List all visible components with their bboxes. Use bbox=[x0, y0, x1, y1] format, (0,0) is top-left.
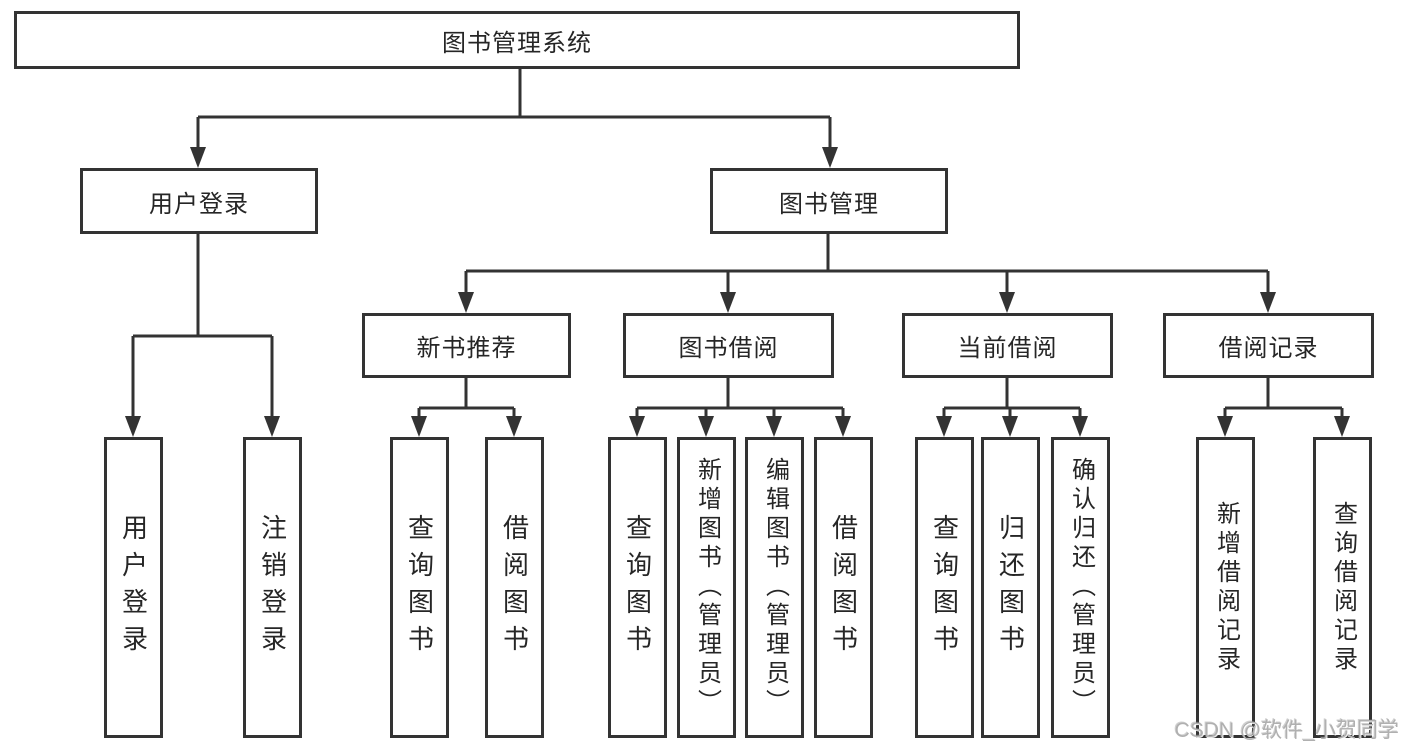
leaf-return-books-label: 归还图书 bbox=[995, 513, 1026, 662]
leaf-query-books-3: 查询图书 bbox=[915, 437, 974, 738]
leaf-borrow-books-1-label: 借阅图书 bbox=[499, 513, 530, 662]
node-current-borrowing-label: 当前借阅 bbox=[957, 335, 1058, 362]
leaf-add-borrow-record-label: 新增借阅记录 bbox=[1212, 500, 1240, 675]
arrowhead bbox=[190, 147, 206, 168]
arrowhead bbox=[936, 416, 952, 437]
node-library-system-label: 图书管理系统 bbox=[442, 29, 592, 57]
leaf-borrow-books-2: 借阅图书 bbox=[814, 437, 873, 738]
arrowhead bbox=[125, 416, 141, 437]
leaf-query-books-1: 查询图书 bbox=[390, 437, 449, 738]
leaf-edit-books-admin: 编辑图书（管理员） bbox=[745, 437, 804, 738]
node-borrowing-records: 借阅记录 bbox=[1163, 313, 1374, 378]
arrowhead bbox=[822, 147, 838, 168]
leaf-query-books-1-label: 查询图书 bbox=[404, 513, 435, 662]
leaf-edit-books-admin-label: 编辑图书（管理员） bbox=[761, 457, 789, 718]
leaf-add-borrow-record: 新增借阅记录 bbox=[1196, 437, 1255, 738]
csdn-watermark: CSDN @软件_小贺同学 bbox=[1174, 719, 1399, 742]
arrowhead bbox=[999, 292, 1015, 313]
leaf-add-books-admin-label: 新增图书（管理员） bbox=[693, 457, 721, 718]
node-new-book-recommend-label: 新书推荐 bbox=[416, 335, 517, 362]
arrowhead bbox=[411, 416, 427, 437]
arrowhead bbox=[1217, 416, 1233, 437]
leaf-confirm-return-admin: 确认归还（管理员） bbox=[1051, 437, 1110, 738]
leaf-user-login: 用户登录 bbox=[104, 437, 163, 738]
node-new-book-recommend: 新书推荐 bbox=[362, 313, 571, 378]
leaf-logout-label: 注销登录 bbox=[257, 513, 288, 662]
arrowhead bbox=[698, 416, 714, 437]
leaf-add-books-admin: 新增图书（管理员） bbox=[677, 437, 736, 738]
node-current-borrowing: 当前借阅 bbox=[902, 313, 1113, 378]
arrowhead bbox=[766, 416, 782, 437]
node-book-borrowing: 图书借阅 bbox=[623, 313, 834, 378]
arrowhead bbox=[1072, 416, 1088, 437]
leaf-query-books-2: 查询图书 bbox=[608, 437, 667, 738]
leaf-query-books-2-label: 查询图书 bbox=[622, 513, 653, 662]
leaf-user-login-label: 用户登录 bbox=[118, 513, 149, 662]
arrowhead bbox=[264, 416, 280, 437]
leaf-query-borrow-record: 查询借阅记录 bbox=[1313, 437, 1372, 738]
arrowhead bbox=[720, 292, 736, 313]
node-book-management: 图书管理 bbox=[710, 168, 948, 234]
arrowhead bbox=[629, 416, 645, 437]
node-library-system: 图书管理系统 bbox=[14, 11, 1020, 69]
leaf-confirm-return-admin-label: 确认归还（管理员） bbox=[1067, 457, 1095, 718]
arrowhead bbox=[506, 416, 522, 437]
arrowhead bbox=[1260, 292, 1276, 313]
arrowhead bbox=[835, 416, 851, 437]
leaf-query-books-3-label: 查询图书 bbox=[929, 513, 960, 662]
arrowhead bbox=[1334, 416, 1350, 437]
node-user-login-label: 用户登录 bbox=[149, 190, 249, 218]
leaf-borrow-books-2-label: 借阅图书 bbox=[828, 513, 859, 662]
leaf-borrow-books-1: 借阅图书 bbox=[485, 437, 544, 738]
node-user-login: 用户登录 bbox=[80, 168, 318, 234]
leaf-return-books: 归还图书 bbox=[981, 437, 1040, 738]
node-borrowing-records-label: 借阅记录 bbox=[1218, 335, 1319, 362]
node-book-borrowing-label: 图书借阅 bbox=[678, 335, 779, 362]
node-book-management-label: 图书管理 bbox=[779, 190, 879, 218]
arrowhead bbox=[1002, 416, 1018, 437]
leaf-query-borrow-record-label: 查询借阅记录 bbox=[1329, 500, 1357, 675]
leaf-logout: 注销登录 bbox=[243, 437, 302, 738]
arrowhead bbox=[458, 292, 474, 313]
